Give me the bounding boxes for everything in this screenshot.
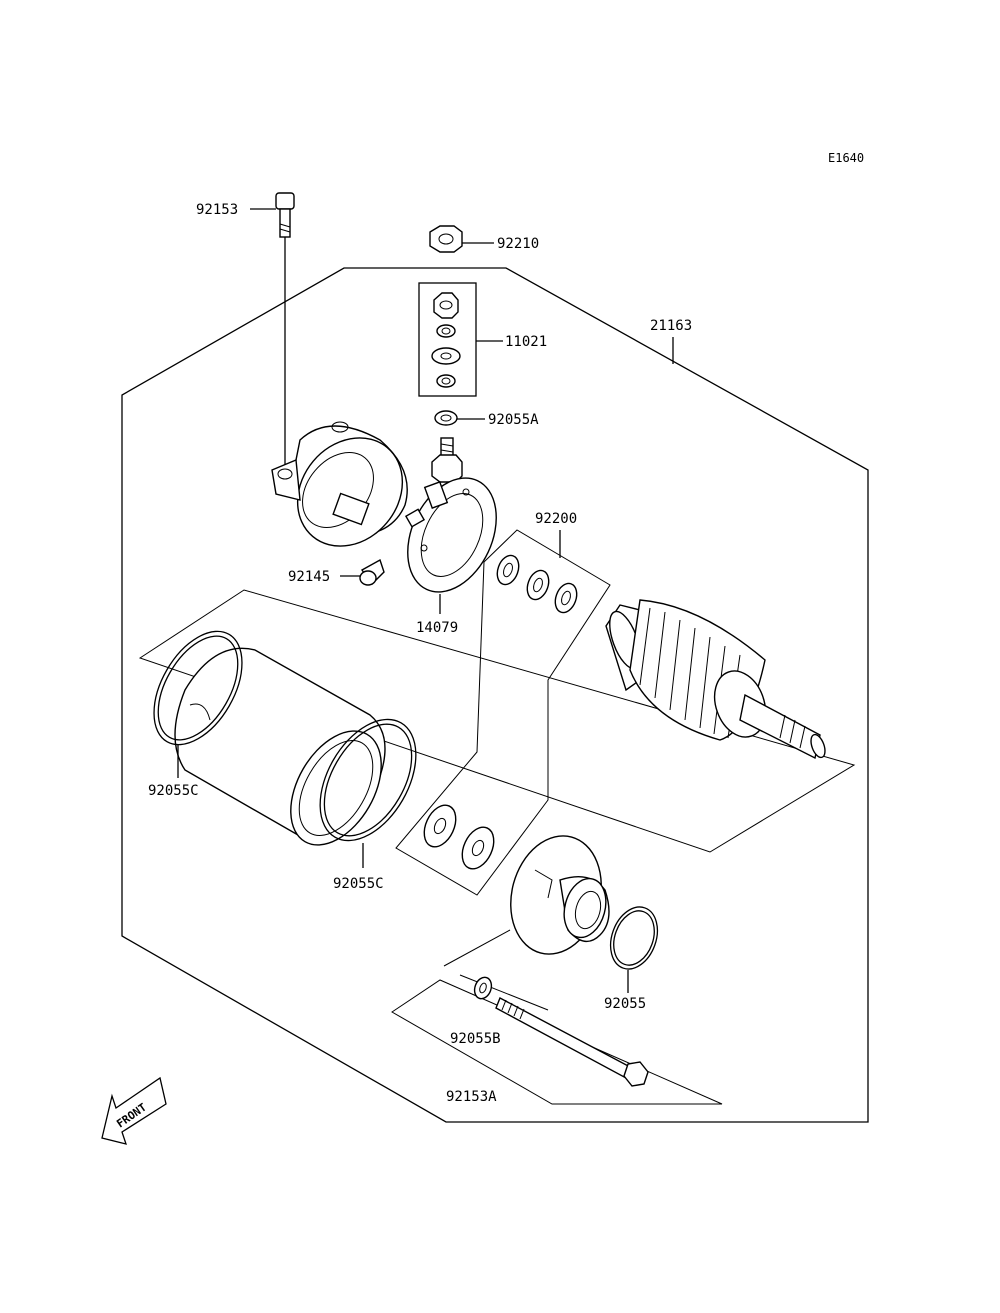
label-92200: 92200: [535, 511, 577, 527]
label-92055A: 92055A: [488, 412, 539, 428]
washer-group-outline: [395, 529, 611, 896]
kit-11021-box: [418, 282, 477, 397]
washers-lower: [423, 804, 495, 870]
washer-92055A: [434, 410, 458, 426]
bolt-group-outline: [391, 979, 723, 1105]
yoke-group-outline: [138, 589, 856, 853]
label-92153A: 92153A: [446, 1089, 497, 1105]
label-92153: 92153: [196, 202, 238, 218]
label-11021: 11021: [505, 334, 547, 350]
label-92055C-left: 92055C: [148, 783, 199, 799]
front-cover: [510, 835, 610, 955]
armature: [605, 599, 826, 760]
yoke-housing: [174, 647, 386, 846]
nut-92210: [429, 225, 463, 253]
front-arrow: FRONT: [101, 1076, 167, 1145]
assembly-outline: [121, 267, 869, 1123]
washer-92055B: [473, 976, 493, 1000]
rear-cover: [271, 421, 408, 547]
label-92210: 92210: [497, 236, 539, 252]
kit-11021-parts: [431, 292, 461, 388]
through-bolt-92153A: [495, 997, 649, 1087]
o-ring-92055C-right: [319, 718, 417, 842]
terminal-bolt: [431, 437, 463, 483]
bolt-92153: [275, 192, 295, 238]
label-92145: 92145: [288, 569, 330, 585]
o-ring-92055C-left: [153, 630, 243, 746]
o-ring-92055: [609, 906, 659, 970]
diagram-code: E1640: [828, 151, 864, 165]
label-21163: 21163: [650, 318, 692, 334]
label-92055B: 92055B: [450, 1031, 501, 1047]
label-92055C-right: 92055C: [333, 876, 384, 892]
washers-92200: [496, 554, 578, 614]
brush-plate-14079: [404, 477, 497, 593]
label-92055: 92055: [604, 996, 646, 1012]
clip-92145: [359, 558, 385, 586]
label-14079: 14079: [416, 620, 458, 636]
